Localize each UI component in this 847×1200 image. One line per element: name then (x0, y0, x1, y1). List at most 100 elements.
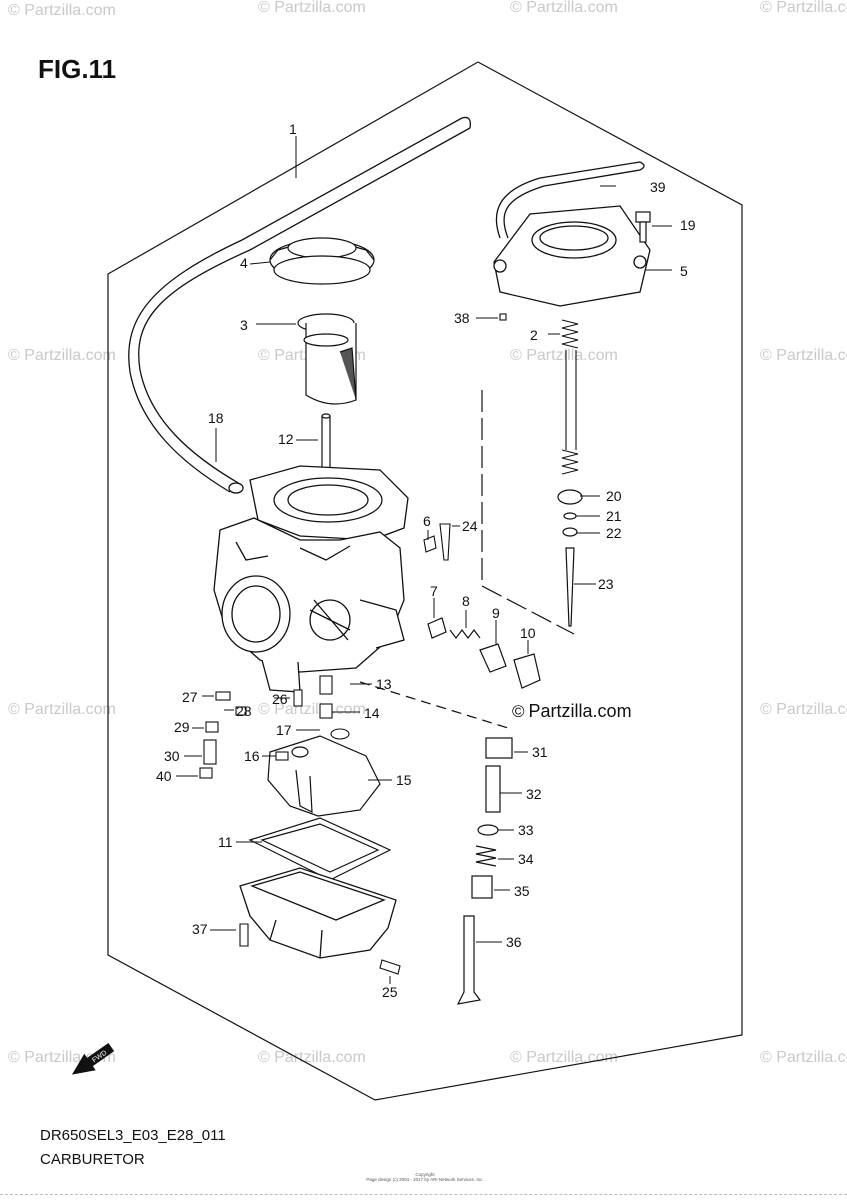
callout-32: 32 (526, 786, 542, 802)
copyright-line-1: Copyright (415, 1172, 435, 1177)
inner-frame (481, 390, 575, 635)
diaphragm-icon (269, 237, 375, 285)
callout-4: 4 (240, 255, 248, 271)
callout-38: 38 (454, 310, 470, 326)
figure-name: CARBURETOR (40, 1151, 145, 1168)
spring-icon (475, 845, 497, 867)
watermark: © Partzilla.com (760, 0, 847, 16)
copyright-notice: Copyright Page design (c) 2004 - 2017 by… (330, 1172, 520, 1182)
watermark: © Partzilla.com (760, 701, 847, 718)
watermark: © Partzilla.com (8, 701, 116, 718)
brand-text: Partzilla.com (528, 701, 632, 721)
watermark: © Partzilla.com (760, 1049, 847, 1066)
callout-30: 30 (164, 748, 180, 764)
callout-17: 17 (276, 722, 292, 738)
washer-icon (477, 824, 499, 836)
watermark: © Partzilla.com (8, 347, 116, 364)
copyright-line-2: Page design (c) 2004 - 2017 by ARI Netwo… (366, 1177, 484, 1182)
screw-icon (293, 689, 303, 707)
watermark: © Partzilla.com (258, 0, 366, 16)
gasket-icon (248, 817, 392, 881)
watermark: © Partzilla.com (258, 1049, 366, 1066)
top-cap-icon (493, 205, 651, 307)
callout-25: 25 (382, 984, 398, 1000)
pilot-screw-icon (203, 739, 217, 765)
main-jet-icon (319, 703, 333, 719)
float-icon (267, 735, 381, 817)
valve-icon (427, 617, 447, 639)
cap-icon (513, 653, 541, 689)
callout-8: 8 (462, 593, 470, 609)
callout-22: 22 (606, 525, 622, 541)
screw-icon (423, 535, 437, 553)
callout-11: 11 (218, 834, 233, 850)
collar-icon (471, 875, 493, 899)
callout-24: 24 (462, 518, 478, 534)
o-ring-icon (205, 721, 219, 733)
callout-3: 3 (240, 317, 248, 333)
callout-23: 23 (598, 576, 614, 592)
callout-6: 6 (423, 513, 431, 529)
washer-icon (563, 512, 577, 520)
vent-hose-icon (128, 116, 471, 494)
callout-2: 2 (530, 327, 538, 343)
brand-label: ©Partzilla.com (512, 701, 632, 722)
callout-20: 20 (606, 488, 622, 504)
drain-screw-icon (456, 915, 482, 1005)
bolt-icon (239, 923, 249, 947)
needle-jet-icon (319, 675, 333, 695)
pilot-jet-icon (275, 751, 289, 761)
callout-5: 5 (680, 263, 688, 279)
callout-40: 40 (156, 768, 172, 784)
svg-text:FWD: FWD (91, 1049, 108, 1064)
copyright-icon: © (512, 702, 525, 721)
nut-icon (485, 737, 513, 759)
callout-36: 36 (506, 934, 522, 950)
watermark: © Partzilla.com (8, 2, 116, 19)
o-ring-icon (330, 728, 350, 740)
clamp-icon (215, 691, 231, 701)
spring-icon (449, 629, 481, 639)
callout-14: 14 (364, 705, 380, 721)
callout-15: 15 (396, 772, 412, 788)
callout-37: 37 (192, 921, 208, 937)
screw-icon (379, 959, 401, 975)
plunger-icon (479, 643, 507, 673)
screw-icon (635, 211, 651, 243)
spring-icon (561, 319, 579, 475)
clip-icon (499, 313, 507, 321)
callout-27: 27 (182, 689, 198, 705)
plug-icon (235, 706, 247, 716)
needle-icon (565, 547, 575, 627)
carburetor-body-icon (213, 465, 409, 693)
clip-icon (562, 527, 578, 537)
callout-7: 7 (430, 583, 438, 599)
bolt-icon (485, 765, 501, 813)
callout-39: 39 (650, 179, 666, 195)
piston-icon (297, 313, 357, 405)
callout-19: 19 (680, 217, 696, 233)
callout-10: 10 (520, 625, 536, 641)
figure-code: DR650SEL3_E03_E28_011 (40, 1127, 226, 1144)
needle-holder-icon (557, 489, 583, 505)
callout-18: 18 (208, 410, 224, 426)
callout-31: 31 (532, 744, 548, 760)
frame-outline (107, 61, 743, 1101)
watermark: © Partzilla.com (258, 701, 366, 718)
callout-35: 35 (514, 883, 530, 899)
hose-icon (495, 161, 645, 239)
watermark: © Partzilla.com (760, 347, 847, 364)
callout-12: 12 (278, 431, 294, 447)
callout-26: 26 (272, 691, 288, 707)
callout-33: 33 (518, 822, 534, 838)
callout-13: 13 (376, 676, 392, 692)
watermark: © Partzilla.com (510, 347, 618, 364)
callout-21: 21 (606, 508, 622, 524)
callout-28: 28 (236, 703, 252, 719)
callout-16: 16 (244, 748, 260, 764)
watermark: © Partzilla.com (510, 0, 618, 16)
callout-29: 29 (174, 719, 190, 735)
fwd-arrow-icon: FWD (71, 1042, 115, 1075)
callout-34: 34 (518, 851, 534, 867)
